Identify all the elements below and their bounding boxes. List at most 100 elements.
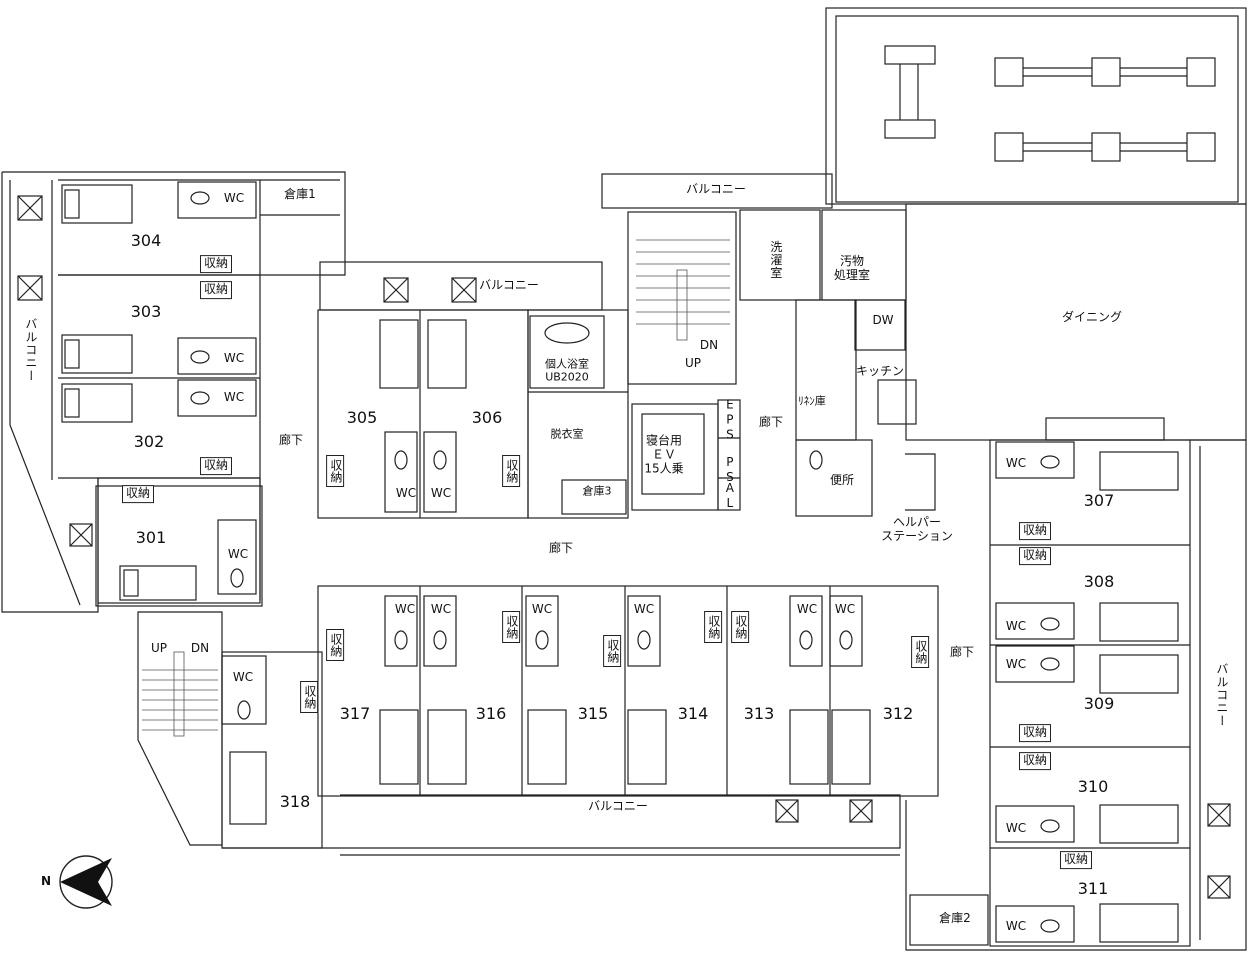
wc-label: WC [1005,456,1027,471]
bed-icon [1099,451,1179,943]
laundry-label: 洗濯室 [768,240,783,280]
storage-label: 収納 [1018,522,1052,540]
storage-label: 収納 [1018,752,1052,770]
corridor-label: 廊下 [949,645,975,660]
storage-label: 収納 [121,485,155,503]
bed-icon [61,184,133,224]
storage-label: 収納 [704,611,722,643]
storage-label: 収納 [1018,547,1052,565]
wc-label: WC [796,602,818,617]
al-label: AL [722,481,737,511]
bed-icon [379,709,871,785]
wc-label: WC [531,602,553,617]
room-312: 312 [882,703,914,723]
ps-label: PS [722,455,737,485]
shaft-x-icon [1207,803,1231,899]
toilet-icon [190,191,244,588]
storage-label: 収納 [502,611,520,643]
elevator-label: 寝台用 ＥＶ 15人乗 [644,433,684,475]
wc-label: WC [633,602,655,617]
eps-label: EPS [722,397,737,443]
bed-icon [61,334,133,374]
soiled-room-label: 汚物 処理室 [833,254,871,282]
storage-label: 収納 [300,681,318,713]
wc-label: WC [232,670,254,685]
balcony-label: バルコニー [23,317,38,383]
room-310: 310 [1077,776,1109,796]
wc-label: WC [834,602,856,617]
room-309: 309 [1083,693,1115,713]
storeroom-label: 倉庫3 [582,484,612,498]
corridor-label: 廊下 [548,541,574,556]
toilet-label: 便所 [829,473,855,488]
wc-label: WC [227,547,249,562]
stair-up-label: UP [150,641,168,656]
wc-label: WC [223,191,245,206]
bed-icon [229,751,267,825]
toilet-icon [384,595,863,667]
storage-label: 収納 [603,635,621,667]
storage-label: 収納 [199,255,233,273]
storeroom-label: 倉庫2 [939,911,971,926]
stair-down-label: DN [699,338,719,353]
wc-label: WC [395,486,417,501]
room-313: 313 [743,703,775,723]
room-311: 311 [1077,878,1109,898]
shaft-x-icon [17,195,93,547]
wc-label: WC [1005,821,1027,836]
room-304: 304 [130,230,162,250]
toilet-icon [394,450,447,470]
north-label: N [40,874,52,889]
corridor-label: 廊下 [758,415,784,430]
changing-room-label: 脱衣室 [550,427,584,441]
dw-label: DW [872,313,894,328]
bed-icon [379,319,467,389]
stair-icon [142,651,218,737]
storage-label: 収納 [199,281,233,299]
storeroom-label: 倉庫1 [284,187,316,202]
storage-label: 収納 [199,457,233,475]
room-303: 303 [130,301,162,321]
wc-label: WC [1005,919,1027,934]
room-314: 314 [677,703,709,723]
stair-down-label: DN [190,641,210,656]
room-306: 306 [471,407,503,427]
wc-label: WC [394,602,416,617]
balcony-label: バルコニー [588,799,648,814]
balcony-label: バルコニー [479,278,539,293]
storage-label: 収納 [326,455,344,487]
room-315: 315 [577,703,609,723]
balcony-label: バルコニー [686,182,746,197]
room-308: 308 [1083,571,1115,591]
dining-label: ダイニング [1061,310,1123,325]
corridor-label: 廊下 [278,433,304,448]
wc-label: WC [1005,657,1027,672]
room-301: 301 [135,527,167,547]
wc-label: WC [223,390,245,405]
room-317: 317 [339,703,371,723]
storage-label: 収納 [502,455,520,487]
stair-up-label: UP [684,356,702,371]
kitchen-label: キッチン [855,364,905,379]
rooftop-equipment [884,45,1216,162]
toilet-icon [1040,455,1060,933]
linen-label: ﾘﾈﾝ庫 [798,394,826,408]
bed-icon [119,565,197,601]
wc-label: WC [430,486,452,501]
stair-icon [636,239,730,341]
helper-station-label: ヘルパー ステーション [881,515,953,543]
storage-label: 収納 [911,636,929,668]
room-316: 316 [475,703,507,723]
shaft-x-icon [383,277,873,823]
storage-label: 収納 [1018,724,1052,742]
wc-label: WC [430,602,452,617]
storage-label: 収納 [1059,851,1093,869]
wc-label: WC [1005,619,1027,634]
storage-label: 収納 [731,611,749,643]
bed-icon [61,383,133,423]
wc-label: WC [223,351,245,366]
room-302: 302 [133,431,165,451]
room-307: 307 [1083,490,1115,510]
room-305: 305 [346,407,378,427]
